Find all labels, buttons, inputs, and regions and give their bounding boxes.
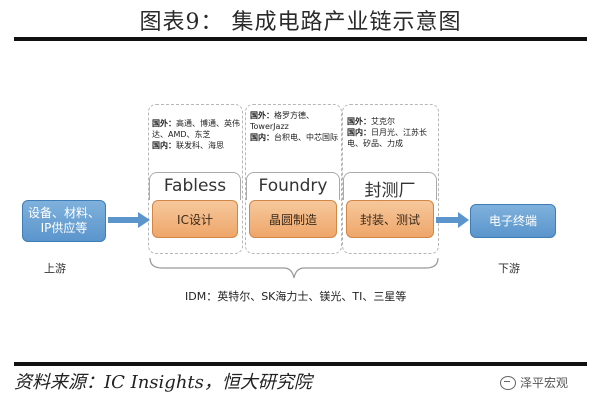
arrow-osat-to-downstream <box>436 212 469 228</box>
idm-label: IDM：英特尔、SK海力士、镁光、TI、三星等 <box>185 290 407 303</box>
note-text: 日月光、江苏长电、矽品、力成 <box>347 128 427 148</box>
bottom-rule <box>14 362 587 366</box>
process-packaging-test: 封装、测试 <box>346 200 434 238</box>
arrow-upstream-to-ic <box>108 212 150 228</box>
note-text: 艾克尔 <box>371 117 395 126</box>
note-tag: 国内： <box>347 128 371 137</box>
osat-frame <box>342 104 439 254</box>
category-osat: 封测厂 <box>343 172 437 201</box>
note-tag: 国外： <box>250 111 274 120</box>
watermark: 泽平宏观 <box>500 374 568 391</box>
note-text: 高通、博通、英伟达、AMD、东芝 <box>152 119 240 139</box>
downstream-caption: 下游 <box>498 262 520 275</box>
note-tag: 国外： <box>152 119 176 128</box>
fabless-notes: 国外：高通、博通、英伟达、AMD、东芝 国内：联发科、海思 <box>152 118 240 151</box>
upstream-line-2: IP供应等 <box>40 221 88 235</box>
watermark-text: 泽平宏观 <box>520 376 569 390</box>
upstream-caption: 上游 <box>44 262 66 275</box>
process-wafer-fab: 晶圆制造 <box>249 200 337 238</box>
figure-title: 图表9： 集成电路产业链示意图 <box>139 10 462 35</box>
note-tag: 国内： <box>250 133 274 142</box>
note-tag: 国外： <box>347 117 371 126</box>
upstream-line-1: 设备、材料、 <box>27 206 100 220</box>
category-fabless: Fabless <box>149 172 241 200</box>
upstream-box: 设备、材料、 IP供应等 <box>22 200 106 242</box>
downstream-box: 电子终端 <box>470 204 556 238</box>
osat-notes: 国外：艾克尔 国内：日月光、江苏长电、矽品、力成 <box>347 116 437 149</box>
note-text: 格罗方德、TowerJazz <box>250 111 314 131</box>
note-text: 联发科、海思 <box>176 141 224 150</box>
source-note: 资料来源：IC Insights，恒大研究院 <box>14 372 312 393</box>
fabless-frame <box>148 104 243 254</box>
foundry-notes: 国外：格罗方德、TowerJazz 国内：台积电、中芯国际 <box>250 110 340 143</box>
top-rule <box>14 37 587 41</box>
note-text: 台积电、中芯国际 <box>274 133 338 142</box>
process-ic-design: IC设计 <box>152 200 238 238</box>
idm-brace <box>149 257 439 279</box>
wechat-icon <box>500 375 516 390</box>
foundry-frame <box>245 104 342 254</box>
category-foundry: Foundry <box>246 172 340 200</box>
note-tag: 国内： <box>152 141 176 150</box>
